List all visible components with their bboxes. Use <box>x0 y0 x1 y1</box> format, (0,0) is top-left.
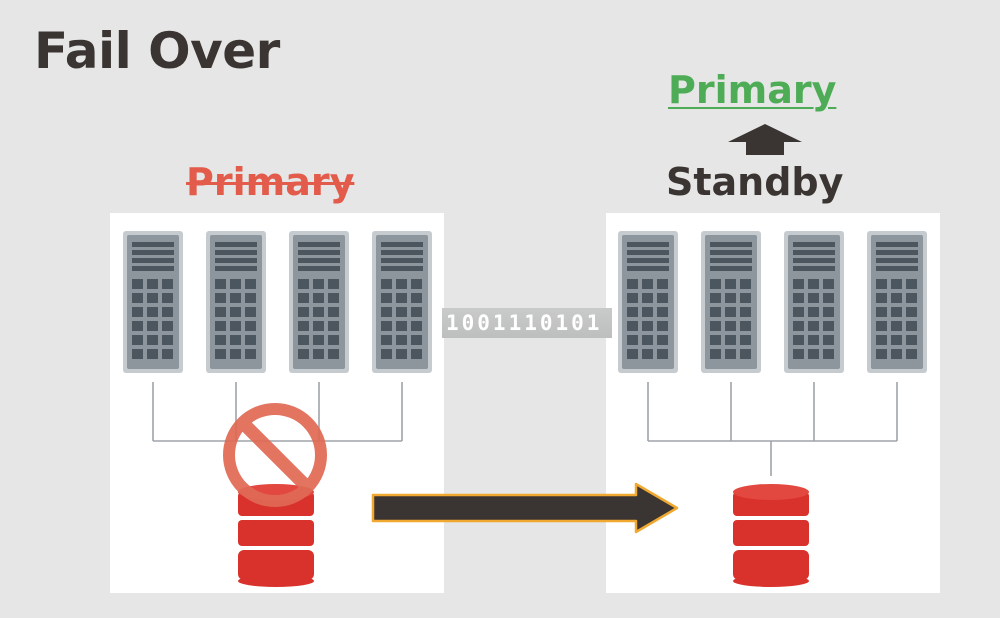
standby-server-rack <box>618 231 927 373</box>
server-icon <box>123 231 183 373</box>
server-icon <box>701 231 761 373</box>
primary-server-rack <box>123 231 432 373</box>
server-icon <box>206 231 266 373</box>
server-icon <box>372 231 432 373</box>
replication-stream-text: 1001110101 <box>446 311 603 335</box>
server-icon <box>289 231 349 373</box>
old-primary-label: Primary <box>186 160 355 204</box>
up-arrow-icon <box>728 124 802 155</box>
standby-connections <box>647 382 898 476</box>
server-icon <box>784 231 844 373</box>
prohibited-icon <box>223 403 327 507</box>
standby-label: Standby <box>666 160 844 204</box>
right-arrow-icon <box>371 482 679 534</box>
server-icon <box>618 231 678 373</box>
replication-stream: 1001110101 <box>442 308 612 338</box>
standby-database-icon <box>733 484 809 587</box>
server-icon <box>867 231 927 373</box>
new-primary-label: Primary <box>668 68 837 112</box>
page-title: Fail Over <box>34 22 280 80</box>
